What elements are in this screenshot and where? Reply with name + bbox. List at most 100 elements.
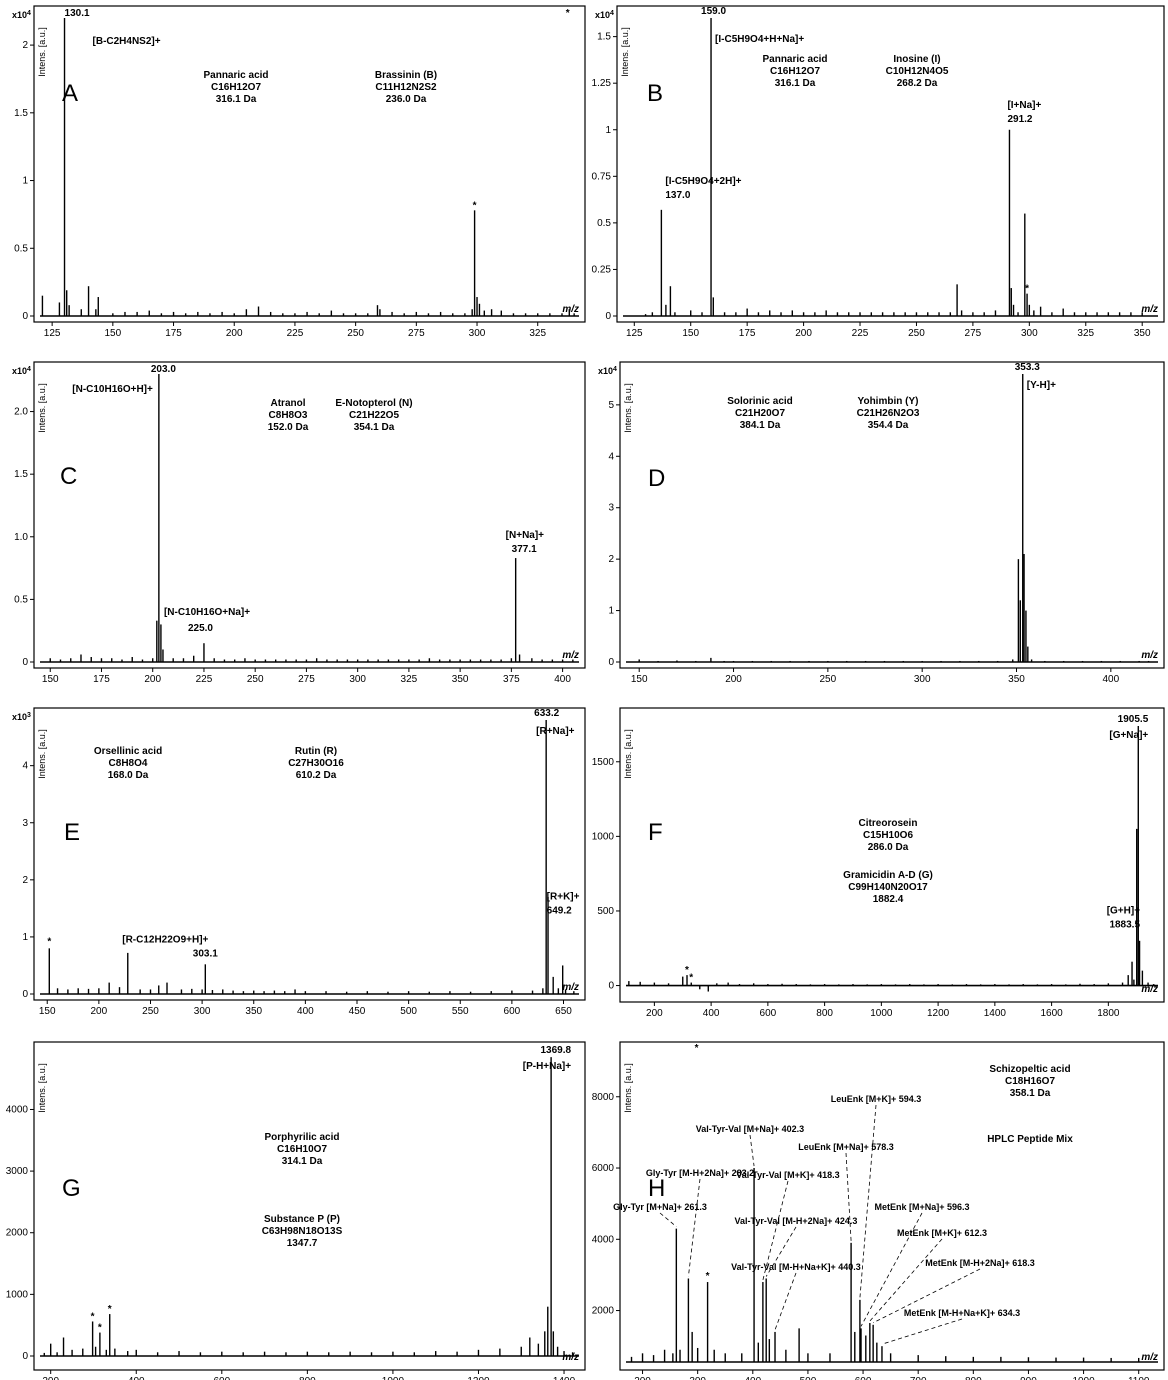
- peak-annotation: 159.0: [701, 6, 726, 17]
- x-tick-label: 500: [400, 1006, 417, 1017]
- y-tick-label: 1.5: [597, 32, 611, 43]
- compound-name: Yohimbin (Y): [858, 396, 919, 407]
- y-tick-label: 0.5: [597, 218, 611, 229]
- plot-frame: [619, 361, 1165, 669]
- annotation-leader: [881, 1318, 963, 1345]
- peak-annotation: *: [47, 936, 51, 947]
- x-tick-label: 400: [1102, 674, 1119, 685]
- compound-name: E-Notopterol (N): [335, 398, 412, 409]
- peak-annotation: [N+Na]+: [506, 530, 545, 541]
- y-tick-label: 0: [605, 311, 611, 322]
- compound-mass: 384.1 Da: [740, 420, 781, 431]
- y-axis-label: Intens. [a.u.]: [620, 27, 630, 77]
- compound-name: Brassinin (B): [375, 70, 437, 81]
- y-tick-label: 2000: [592, 1306, 615, 1317]
- y-multiplier: x103: [12, 712, 31, 723]
- panel-letter: B: [647, 80, 663, 107]
- peak-annotation: *: [706, 1271, 710, 1282]
- panel-letter: E: [64, 819, 80, 846]
- annotation-leader: [762, 1180, 789, 1281]
- compound-name: Citreorosein: [859, 818, 918, 829]
- compound-name: Schizopeltic acid: [989, 1064, 1070, 1075]
- peak-annotation: MetEnk [M-H+Na+K]+ 634.3: [904, 1308, 1020, 1318]
- y-multiplier: x104: [598, 366, 617, 377]
- x-tick-label: 200: [226, 328, 243, 339]
- y-tick-label: 0: [22, 989, 28, 1000]
- x-tick-label: 300: [349, 674, 366, 685]
- x-tick-label: 150: [42, 674, 59, 685]
- x-tick-label: 225: [852, 328, 869, 339]
- x-tick-label: 225: [196, 674, 213, 685]
- y-tick-label: 0: [22, 311, 28, 322]
- peak-annotation: 1905.5: [1118, 714, 1149, 725]
- compound-formula: C99H140N20O17: [848, 882, 928, 893]
- compound-mass: 316.1 Da: [216, 94, 257, 105]
- peak-annotation: Val-Tyr-Val [M+Na]+ 402.3: [696, 1124, 804, 1134]
- x-tick-label: 400: [554, 674, 571, 685]
- compound-mass: 358.1 Da: [1010, 1088, 1051, 1099]
- x-tick-label: 250: [820, 674, 837, 685]
- x-tick-label: 800: [816, 1008, 833, 1019]
- peak-annotation: 1883.5: [1109, 920, 1140, 931]
- plot-frame: [619, 707, 1165, 1003]
- peak-annotation: [R-C12H22O9+H]+: [122, 934, 208, 945]
- compound-formula: C21H26N2O3: [857, 408, 920, 419]
- peak-annotation: Val-Tyr-Val [M-H+2Na]+ 424.3: [735, 1216, 858, 1226]
- plot-frame: [33, 5, 586, 323]
- peak-annotation: 377.1: [512, 544, 537, 555]
- peak-annotation: [N-C10H16O+H]+: [72, 384, 153, 395]
- y-tick-label: 3000: [6, 1166, 29, 1177]
- y-tick-label: 6000: [592, 1163, 615, 1174]
- y-tick-label: 0.5: [14, 243, 28, 254]
- annotation-leader: [845, 1152, 852, 1241]
- y-tick-label: 0: [22, 657, 28, 668]
- x-tick-label: 225: [287, 328, 304, 339]
- y-tick-label: 2: [22, 40, 28, 51]
- x-tick-label: 350: [245, 1006, 262, 1017]
- x-tick-label: 200: [144, 674, 161, 685]
- peak-annotation: [R+Na]+: [536, 726, 575, 737]
- compound-mass: 268.2 Da: [897, 78, 938, 89]
- peak-annotation: [G+H]+: [1107, 906, 1141, 917]
- x-tick-label: 900: [1020, 1376, 1037, 1380]
- y-multiplier: x104: [595, 10, 614, 21]
- peak-annotation: *: [91, 1311, 95, 1322]
- peak-annotation: *: [695, 1043, 699, 1054]
- x-tick-label: 1400: [984, 1008, 1007, 1019]
- compound-name: Pannaric acid: [203, 70, 268, 81]
- peak-annotation: [P-H+Na]+: [523, 1061, 572, 1072]
- x-tick-label: 150: [682, 328, 699, 339]
- peak-annotation: [I+Na]+: [1007, 100, 1041, 111]
- peak-annotation: [I-C5H9O4+2H]+: [665, 176, 741, 187]
- compound-formula: C16H10O7: [277, 1144, 327, 1155]
- y-axis-label: Intens. [a.u.]: [37, 729, 47, 779]
- compound-name: Atranol: [271, 398, 306, 409]
- panel-G: 2004006008001000120014000100020003000400…: [6, 1041, 586, 1380]
- x-tick-label: 1000: [382, 1376, 405, 1380]
- panel-letter: C: [60, 463, 77, 490]
- peak-annotation: Gly-Tyr [M+Na]+ 261.3: [613, 1202, 707, 1212]
- x-tick-label: 175: [165, 328, 182, 339]
- y-tick-label: 2: [608, 554, 614, 565]
- x-tick-label: 150: [104, 328, 121, 339]
- compound-formula: C16H12O7: [211, 82, 261, 93]
- y-tick-label: 0.5: [14, 594, 28, 605]
- peak-annotation: MetEnk [M+Na]+ 596.3: [874, 1202, 969, 1212]
- x-axis-label: m/z: [1141, 304, 1158, 315]
- x-tick-label: 325: [529, 328, 546, 339]
- x-tick-label: 650: [555, 1006, 572, 1017]
- y-tick-label: 8000: [592, 1092, 615, 1103]
- plot-frame: [619, 1041, 1165, 1371]
- x-tick-label: 1200: [927, 1008, 950, 1019]
- compound-mass: 354.4 Da: [868, 420, 909, 431]
- annotation-leader: [872, 1268, 981, 1324]
- x-tick-label: 1000: [870, 1008, 893, 1019]
- x-axis-label: m/z: [562, 650, 579, 661]
- compound-name: Porphyrilic acid: [264, 1132, 339, 1143]
- plot-frame: [616, 5, 1165, 323]
- y-tick-label: 4000: [6, 1104, 29, 1115]
- compound-formula: C16H12O7: [770, 66, 820, 77]
